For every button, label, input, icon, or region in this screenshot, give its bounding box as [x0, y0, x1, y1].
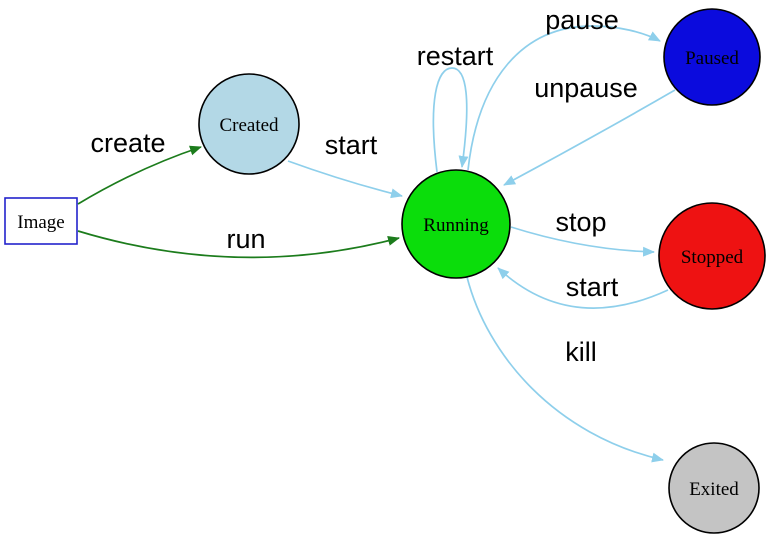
node-running: Running [401, 169, 511, 279]
edge-pause-label: pause [545, 5, 619, 35]
edge-restart-label: restart [417, 41, 494, 71]
edge-create-label: create [90, 128, 165, 158]
edge-run-label: run [226, 224, 265, 254]
node-stopped: Stopped [658, 202, 766, 310]
edge-stop-label: stop [555, 207, 606, 237]
edge-unpause-arrow [503, 89, 676, 186]
edge-start-created-label: start [325, 130, 378, 160]
node-exited: Exited [668, 442, 760, 534]
node-stopped-label: Stopped [681, 247, 744, 268]
node-created-circle [198, 73, 300, 175]
edge-unpause-label: unpause [534, 73, 638, 103]
edge-restart-self-loop-arrow [432, 67, 469, 173]
node-running-label: Running [423, 215, 489, 236]
node-image-box [4, 197, 78, 245]
edge-kill-arrow [466, 276, 664, 463]
edge-stop-arrow [510, 226, 655, 257]
node-created: Created [198, 73, 300, 175]
node-paused: Paused [663, 8, 761, 106]
node-paused-circle [663, 8, 761, 106]
node-running-circle [401, 169, 511, 279]
edge-run-arrow [77, 230, 400, 259]
edge-create-arrow [77, 145, 202, 205]
node-created-label: Created [219, 115, 279, 136]
edge-kill-label: kill [565, 337, 597, 367]
edge-start-stopped-arrow [497, 267, 669, 309]
edge-start-stopped-label: start [566, 272, 619, 302]
node-stopped-circle [658, 202, 766, 310]
node-exited-label: Exited [689, 479, 739, 500]
edge-pause-arrow [467, 25, 661, 171]
node-image: Image [4, 197, 78, 245]
edge-start-created-arrow [287, 160, 403, 199]
node-exited-circle [668, 442, 760, 534]
node-paused-label: Paused [685, 48, 739, 69]
node-image-label: Image [17, 212, 64, 233]
